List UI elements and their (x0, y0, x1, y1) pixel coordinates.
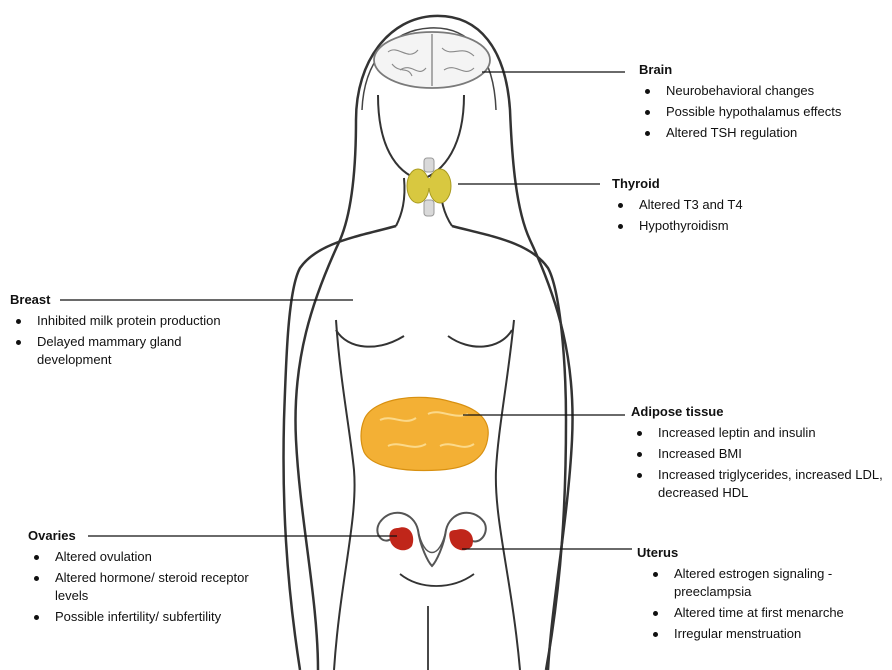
list-item: Altered hormone/ steroid receptor levels (28, 569, 275, 605)
list-item: Irregular menstruation (647, 625, 887, 643)
torso-left (334, 320, 355, 670)
adipose-effects: Increased leptin and insulin Increased B… (631, 424, 889, 502)
adipose-tissue-icon (361, 397, 488, 470)
list-item: Increased leptin and insulin (631, 424, 889, 442)
ovaries-label: Ovaries Altered ovulation Altered hormon… (28, 529, 278, 629)
list-item: Delayed mammary gland development (10, 333, 217, 369)
thyroid-label: Thyroid Altered T3 and T4 Hypothyroidism (612, 177, 743, 238)
brain-icon (374, 32, 490, 88)
list-item: Possible infertility/ subfertility (28, 608, 235, 626)
brain-effects: Neurobehavioral changes Possible hypotha… (639, 82, 841, 142)
list-item: Inhibited milk protein production (10, 312, 280, 330)
brain-title: Brain (639, 63, 841, 76)
brain-label: Brain Neurobehavioral changes Possible h… (639, 63, 841, 145)
list-item: Increased triglycerides, increased LDL, … (631, 466, 889, 502)
thyroid-effects: Altered T3 and T4 Hypothyroidism (612, 196, 743, 235)
list-item: Hypothyroidism (612, 217, 743, 235)
adipose-title: Adipose tissue (631, 405, 889, 418)
torso-right (496, 320, 520, 670)
breast-label: Breast Inhibited milk protein production… (10, 293, 280, 372)
breast-effects: Inhibited milk protein production Delaye… (10, 312, 280, 369)
breast-title: Breast (10, 293, 280, 306)
list-item: Altered TSH regulation (639, 124, 841, 142)
list-item: Altered time at first menarche (647, 604, 887, 622)
breast-left (336, 330, 404, 347)
face-outline (378, 95, 464, 180)
ovaries-title: Ovaries (28, 529, 278, 542)
uterus-title: Uterus (637, 546, 887, 559)
list-item: Altered estrogen signaling - preeclampsi… (647, 565, 874, 601)
list-item: Altered ovulation (28, 548, 278, 566)
list-item: Increased BMI (631, 445, 889, 463)
thyroid-title: Thyroid (612, 177, 743, 190)
neck-left (396, 178, 405, 226)
ovaries-effects: Altered ovulation Altered hormone/ stero… (28, 548, 278, 626)
uterus-effects: Altered estrogen signaling - preeclampsi… (647, 565, 887, 643)
adipose-label: Adipose tissue Increased leptin and insu… (631, 405, 889, 505)
uterus-label: Uterus Altered estrogen signaling - pree… (637, 546, 887, 646)
list-item: Altered T3 and T4 (612, 196, 743, 214)
breast-right (448, 330, 512, 347)
list-item: Neurobehavioral changes (639, 82, 841, 100)
list-item: Possible hypothalamus effects (639, 103, 841, 121)
uterus-ovaries-icon (377, 513, 485, 566)
pelvis-curve (400, 574, 474, 586)
